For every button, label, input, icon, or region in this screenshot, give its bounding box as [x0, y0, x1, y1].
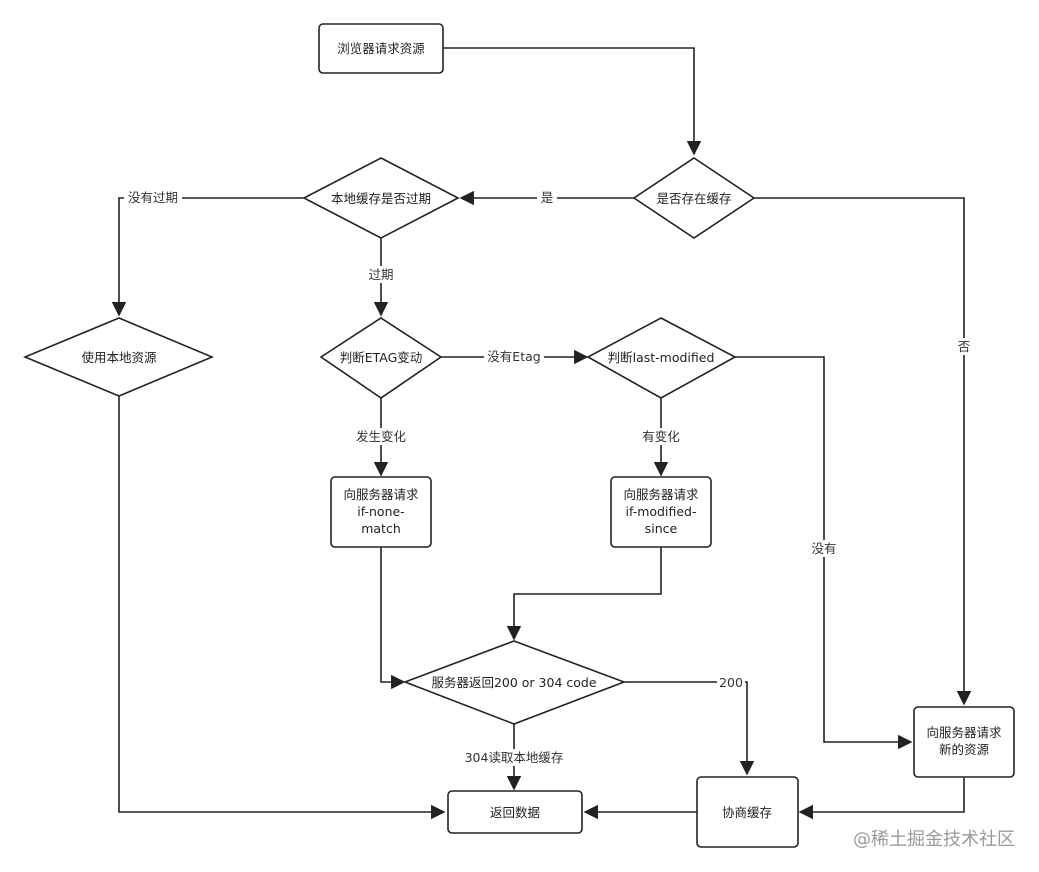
node-req-new-resource: 向服务器请求 新的资源	[913, 706, 1015, 778]
edge-use-local-to-return	[118, 396, 446, 820]
label-none: 没有	[811, 541, 836, 556]
label-yes: 是	[541, 190, 554, 205]
edge-not-expired	[111, 197, 305, 317]
edge-new-resource-to-negotiate	[798, 778, 965, 820]
label-has-change: 有变化	[642, 429, 680, 444]
edge-request-to-has-cache	[443, 47, 702, 156]
node-browser-request-label: 浏览器请求资源	[337, 41, 425, 56]
node-server-returns: 服务器返回200 or 304 code	[402, 640, 627, 725]
node-has-cache-label: 是否存在缓存	[656, 191, 731, 206]
node-browser-request: 浏览器请求资源	[318, 23, 444, 74]
label-304: 304读取本地缓存	[465, 750, 564, 765]
node-has-cache: 是否存在缓存	[632, 157, 756, 239]
edge-if-none-match-to-server	[380, 547, 406, 690]
label-not-expired: 没有过期	[128, 190, 178, 205]
node-check-etag-label: 判断ETAG变动	[340, 350, 423, 365]
node-req-if-modified-since: 向服务器请求 if-modified- since	[610, 476, 712, 548]
node-cache-expired: 本地缓存是否过期	[302, 157, 460, 239]
edge-server-200	[624, 681, 755, 776]
nodes: 浏览器请求资源 是否存在缓存 本地缓存是否过期 使用本地资源 判断ETAG变动 …	[22, 23, 1015, 848]
node-req-if-none-match-line3: match	[361, 521, 401, 536]
node-req-if-modified-since-line2: if-modified-	[626, 504, 697, 519]
edge-if-modified-since-to-server	[506, 547, 662, 641]
node-req-if-modified-since-line1: 向服务器请求	[623, 487, 699, 502]
node-check-etag: 判断ETAG变动	[319, 317, 443, 399]
node-req-if-modified-since-line3: since	[645, 521, 678, 536]
node-req-new-resource-line2: 新的资源	[939, 742, 990, 757]
node-server-returns-label: 服务器返回200 or 304 code	[431, 675, 596, 690]
node-use-local-label: 使用本地资源	[81, 350, 157, 365]
node-check-last-modified-label: 判断last-modified	[608, 350, 715, 365]
edge-labels: 是 否 没有过期 过期 没有Etag 发生变化 有变化 没有 200 304读取…	[124, 189, 974, 766]
node-use-local: 使用本地资源	[22, 317, 215, 397]
label-no-etag: 没有Etag	[487, 349, 540, 364]
node-negotiate-cache: 协商缓存	[696, 776, 799, 848]
node-req-if-none-match-line2: if-none-	[357, 504, 404, 519]
label-200: 200	[719, 675, 743, 690]
watermark: @稀土掘金技术社区	[853, 829, 1015, 850]
node-return-data: 返回数据	[447, 790, 583, 834]
edge-has-cache-no	[754, 197, 972, 706]
edges	[111, 47, 972, 820]
node-check-last-modified: 判断last-modified	[586, 317, 737, 399]
node-return-data-label: 返回数据	[490, 805, 540, 820]
label-expired: 过期	[368, 267, 393, 282]
node-req-if-none-match: 向服务器请求 if-none- match	[330, 476, 432, 548]
node-req-new-resource-line1: 向服务器请求	[926, 725, 1002, 740]
node-cache-expired-label: 本地缓存是否过期	[331, 191, 431, 206]
label-no: 否	[958, 339, 971, 354]
label-changed: 发生变化	[356, 429, 407, 444]
node-negotiate-cache-label: 协商缓存	[722, 805, 772, 820]
node-req-if-none-match-line1: 向服务器请求	[343, 487, 419, 502]
